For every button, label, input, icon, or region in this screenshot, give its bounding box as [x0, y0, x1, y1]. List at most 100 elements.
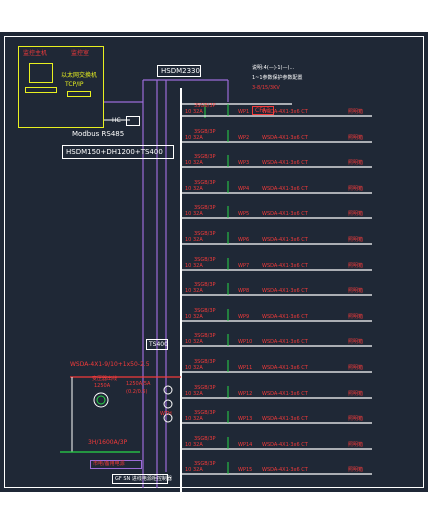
feeder-breaker: 3SGB/3P — [194, 333, 216, 339]
feeder-tag: WP8 — [238, 288, 250, 294]
feeder-breaker: 3SGB/3P — [194, 461, 216, 467]
mains-label-box: 市电/备用电源 — [90, 460, 142, 469]
feeder-breaker: 3SGB/3P — [194, 180, 216, 186]
feeder-load: 照明箱 — [348, 442, 364, 448]
feeder-sub: 10 32A — [185, 211, 203, 217]
feeder-load: 照明箱 — [348, 160, 364, 166]
feeder-tag: WP5 — [238, 211, 250, 217]
computer-base-icon — [25, 87, 57, 93]
feeder-sub: 10 32A — [185, 109, 203, 115]
feeder-sub: 10 32A — [185, 442, 203, 448]
feeder-breaker: 3SGB/3P — [194, 129, 216, 135]
feeder-sub: 10 32A — [185, 391, 203, 397]
riser-tag-box: TS400 — [146, 339, 168, 350]
feeder-cable: WSDA-4X1·3x6 CT — [262, 442, 308, 448]
feeder-cable: WSDA-4X1·3x6 CT — [262, 186, 308, 192]
feeder-tag: WP15 — [238, 467, 253, 473]
monitor-host-label: 监控主机 — [23, 50, 48, 57]
hc-module-icon — [126, 116, 140, 126]
feeder-tag: WP14 — [238, 442, 253, 448]
feeder-load: 照明箱 — [348, 365, 364, 371]
feeder-sub: 10 32A — [185, 467, 203, 473]
ct-symbol-5 — [163, 413, 173, 423]
feeder-breaker: 3SGB/3P — [194, 154, 216, 160]
incoming-rating: 1250A — [94, 383, 111, 389]
tcpip-label: TCP/IP — [65, 81, 84, 88]
feeder-sub: 10 32A — [185, 339, 203, 345]
incoming-lower-label: 3H/1600A/3P — [88, 439, 128, 446]
feeder-tag: WP4 — [238, 186, 250, 192]
incoming-note-1: 1250A/5A — [126, 381, 151, 387]
feeder-breaker: 3SGB/3P — [194, 410, 216, 416]
feeder-sub: 10 32A — [185, 416, 203, 422]
ct-symbol-1 — [93, 392, 109, 408]
ct-symbol-2 — [96, 395, 106, 405]
feeder-sub: 10 32A — [185, 237, 203, 243]
feeder-cable: WSDA-4X1·3x6 CT — [262, 263, 308, 269]
feeder-sub: 10 32A — [185, 186, 203, 192]
drawing-frame — [4, 36, 424, 488]
feeder-cable: WSDA-4X1·3x6 CT — [262, 288, 308, 294]
feeder-load: 照明箱 — [348, 391, 364, 397]
feeder-load: 照明箱 — [348, 263, 364, 269]
feeder-sub: 10 32A — [185, 288, 203, 294]
cable-tag-box: CFA3 — [252, 106, 274, 115]
feeder-breaker: 3SGB/3P — [194, 282, 216, 288]
feeder-cable: WSDA-4X1·3x6 CT — [262, 109, 308, 115]
feeder-tag: WP7 — [238, 263, 250, 269]
schematic-canvas: 监控主机 监控室 以太网交换机 TCP/IP HC Modbus RS485 H… — [0, 32, 428, 492]
feeder-load: 照明箱 — [348, 135, 364, 141]
feeder-cable: WSDA-4X1·3x6 CT — [262, 391, 308, 397]
feeder-cable: WSDA-4X1·3x6 CT — [262, 416, 308, 422]
workstation-panel: 监控主机 监控室 以太网交换机 TCP/IP — [18, 46, 104, 128]
feeder-cable: WSDA-4X1·3x6 CT — [262, 365, 308, 371]
feeder-breaker: 3SGB/3P — [194, 436, 216, 442]
feeder-breaker: 3SGB/3P — [194, 205, 216, 211]
cable-tag: CFA3 — [255, 107, 271, 114]
feeder-breaker: 3SGB/3P — [194, 257, 216, 263]
modbus-label: Modbus RS485 — [72, 130, 125, 138]
incoming-cable: WSDA-4X1-9/10+1x50-2.5 — [70, 361, 150, 368]
top-device-box: HSDM2330 — [157, 65, 201, 77]
feeder-tag: WP12 — [238, 391, 253, 397]
legend-line-1: 说明:4(—)·1(—)... — [252, 65, 295, 71]
feeder-breaker: 3SGB/3P — [194, 385, 216, 391]
model-box: HSDM150+DH1200+TS400 — [62, 145, 174, 159]
hc-label: HC — [112, 117, 121, 124]
ct-symbol-3 — [163, 385, 173, 395]
feeder-sub: 10 32A — [185, 160, 203, 166]
feeder-tag: WP11 — [238, 365, 253, 371]
feeder-load: 照明箱 — [348, 211, 364, 217]
feeder-sub: 10 32A — [185, 365, 203, 371]
feeder-cable: WSDA-4X1·3x6 CT — [262, 314, 308, 320]
ct-symbol-4 — [163, 399, 173, 409]
switch-icon — [67, 91, 91, 97]
feeder-cable: WSDA-4X1·3x6 CT — [262, 467, 308, 473]
computer-icon — [29, 63, 53, 83]
model-label: HSDM150+DH1200+TS400 — [66, 148, 163, 156]
feeder-load: 照明箱 — [348, 237, 364, 243]
feeder-tag: WP10 — [238, 339, 253, 345]
feeder-sub: 10 32A — [185, 135, 203, 141]
feeder-load: 照明箱 — [348, 467, 364, 473]
feeder-breaker: 3SGB/3P — [194, 308, 216, 314]
riser-tag: TS400 — [149, 341, 168, 348]
feeder-sub: 10 32A — [185, 263, 203, 269]
feeder-load: 照明箱 — [348, 109, 364, 115]
feeder-load: 照明箱 — [348, 339, 364, 345]
feeder-breaker: 3SGB/3P — [194, 103, 216, 109]
control-room-label: 监控室 — [71, 50, 90, 57]
feeder-load: 照明箱 — [348, 416, 364, 422]
incoming-breaker-tag: WTH — [160, 411, 172, 417]
feeder-load: 照明箱 — [348, 186, 364, 192]
feeder-tag: WP13 — [238, 416, 253, 422]
incoming-transformer: 变压器出线 — [92, 376, 118, 382]
feeder-cable: WSDA-4X1·3x6 CT — [262, 237, 308, 243]
feeder-tag: WP2 — [238, 135, 250, 141]
switch-label: 以太网交换机 — [61, 72, 98, 79]
feeder-breaker: 3SGB/3P — [194, 359, 216, 365]
feeder-cable: WSDA-4X1·3x6 CT — [262, 339, 308, 345]
feeder-sub: 10 32A — [185, 314, 203, 320]
footer-label: GF SN 进线电源柜控制器 — [115, 476, 172, 482]
legend-line-3: 3-8/15/3KV — [252, 85, 280, 91]
